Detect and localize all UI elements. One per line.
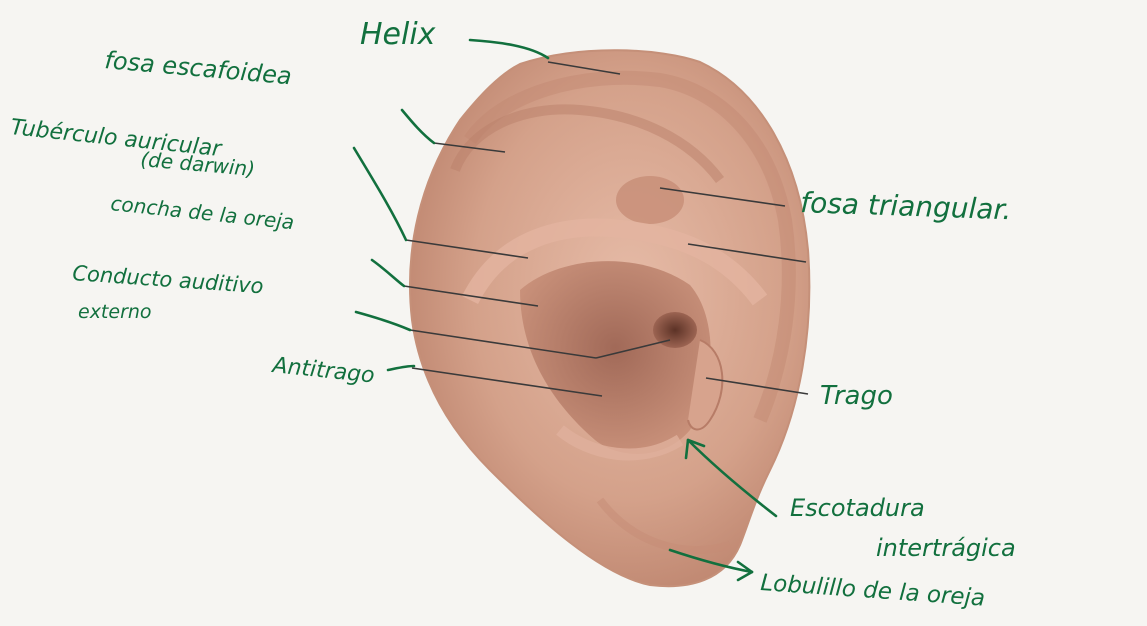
triangular-fossa: [616, 176, 684, 224]
pointer-helix: [470, 40, 548, 58]
label-escotadura-line2: intertrágica: [876, 534, 1016, 562]
pointer-concha: [372, 260, 404, 286]
label-lobulillo: Lobulillo de la oreja: [760, 570, 986, 612]
label-escotadura-line1: Escotadura: [790, 494, 925, 522]
label-concha: concha de la oreja: [109, 191, 295, 234]
ear-illustration: [410, 50, 809, 586]
label-conducto-line2: externo: [78, 301, 152, 323]
pointer-conducto: [356, 312, 410, 330]
label-fosa-triangular: fosa triangular.: [800, 186, 1012, 226]
pointer-fosa-escafoidea: [402, 110, 434, 143]
label-fosa-escafoidea: fosa escafoidea: [103, 46, 292, 90]
pointer-antitrago: [388, 366, 414, 370]
label-helix: Helix: [360, 17, 436, 52]
label-tuberculo-line2: (de darwin): [140, 147, 256, 181]
label-conducto-line1: Conducto auditivo: [72, 261, 265, 298]
pointer-tuberculo: [354, 148, 406, 240]
label-trago: Trago: [820, 381, 893, 411]
label-antitrago: Antitrago: [269, 353, 375, 389]
